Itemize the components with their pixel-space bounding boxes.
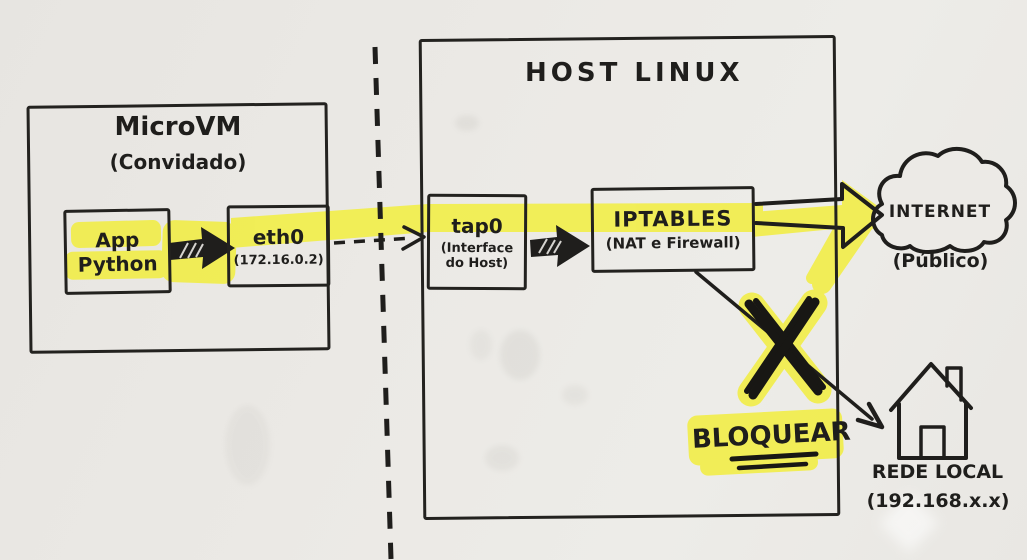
paper-smudge (455, 115, 479, 131)
rede-local-sub: (192.168.x.x) (866, 490, 1010, 512)
iptables-box: IPTABLES (NAT e Firewall) (590, 186, 756, 273)
hatched-arrow-tap0-to-iptables-icon (530, 225, 590, 267)
microvm-subtitle: (Convidado) (109, 150, 247, 174)
tap0-box: tap0 (Interface do Host) (426, 193, 528, 291)
hatched-arrow-app-to-eth0-icon (169, 227, 235, 269)
paper-smudge (562, 385, 588, 405)
hollow-arrow-iptables-to-internet-icon (754, 182, 884, 249)
highlight-app (70, 220, 162, 248)
paper-smudge (470, 330, 492, 360)
tap0-label: tap0 (451, 213, 503, 238)
highlight-streak (806, 226, 844, 284)
paper-smudge (485, 445, 519, 471)
paper-smudge (225, 405, 270, 485)
internet-sub: (Público) (892, 250, 989, 272)
bloquear-underline (729, 451, 819, 471)
house-icon (889, 362, 973, 460)
rede-local-label: REDE LOCAL (871, 461, 1004, 483)
highlight-python (64, 250, 168, 280)
guest-host-boundary-dashed-line (372, 46, 394, 560)
eth0-box: eth0 (172.16.0.2) (226, 204, 331, 288)
app-label-line1: App (95, 227, 140, 252)
paper-smudge (500, 330, 540, 380)
eth0-ip: (172.16.0.2) (233, 252, 324, 268)
app-label-line2: Python (77, 250, 158, 277)
internet-label: INTERNET (888, 202, 992, 222)
x-mark-icon (744, 296, 826, 400)
tap0-sub-line1: (Interface (440, 240, 514, 256)
microvm-title: MicroVM (114, 112, 242, 142)
iptables-label: IPTABLES (613, 206, 733, 232)
eth0-label: eth0 (252, 224, 305, 249)
tap0-sub-line2: do Host) (445, 255, 509, 271)
highlight-band (231, 203, 763, 248)
cloud-icon (871, 146, 1017, 254)
app-python-box: App Python (63, 208, 172, 295)
host-linux-title: HOST LINUX (525, 58, 744, 88)
iptables-sub: (NAT e Firewall) (605, 233, 741, 253)
dashed-arrow-eth0-to-tap0-icon (333, 225, 426, 251)
highlight-bloquear (687, 408, 844, 466)
